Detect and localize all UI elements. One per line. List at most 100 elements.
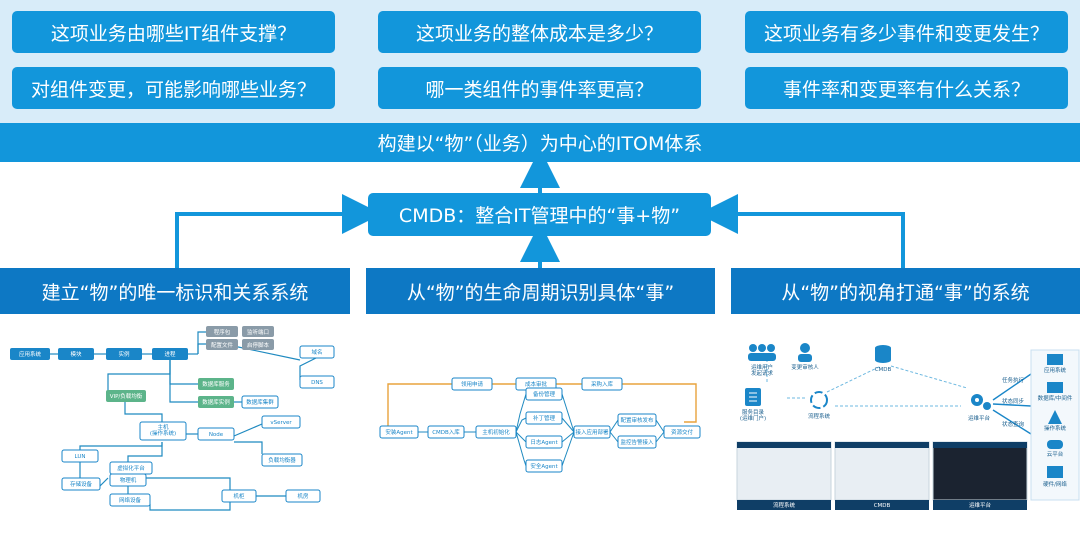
svg-text:物理机: 物理机 — [120, 476, 137, 484]
svg-text:启停脚本: 启停脚本 — [247, 341, 270, 349]
step-agent-install — [379, 425, 419, 439]
catalog-icon — [745, 388, 761, 406]
svg-text:CMDB入库: CMDB入库 — [432, 428, 460, 436]
node-db-cluster — [241, 395, 279, 409]
node-storage — [61, 477, 101, 491]
step-config-deploy — [617, 413, 657, 427]
integration-graph: 运维用户发起请求 变更审核人 CMDB 服务目录(运维门户) 流程系统 运维平台… — [736, 343, 1080, 510]
svg-text:实例: 实例 — [118, 350, 130, 358]
node-instance — [106, 348, 142, 360]
node-dns — [299, 375, 335, 389]
question-incident-rate: 哪一类组件的事件率更高？ — [378, 67, 701, 109]
question-change-impact: 对组件变更，可能影响哪些业务？ — [12, 67, 335, 109]
svg-text:数据库/中间件: 数据库/中间件 — [1038, 394, 1073, 402]
step-order — [451, 377, 493, 391]
question-incidents-changes: 这项业务有多少事件和变更发生？ — [745, 11, 1068, 53]
gears-icon — [971, 394, 991, 410]
svg-text:负载均衡器: 负载均衡器 — [268, 456, 296, 464]
svg-text:运维用户发起请求: 运维用户发起请求 — [751, 363, 774, 377]
svg-text:机柜: 机柜 — [233, 492, 245, 500]
node-config-file — [206, 339, 238, 350]
svg-text:CMDB: CMDB — [875, 367, 892, 373]
svg-text:流程系统: 流程系统 — [773, 501, 796, 509]
svg-text:DNS: DNS — [311, 380, 323, 386]
svg-text:变更审核人: 变更审核人 — [791, 363, 819, 371]
svg-text:VIP/负载均衡: VIP/负载均衡 — [110, 392, 143, 400]
node-node — [197, 427, 235, 441]
svg-text:域名: 域名 — [311, 348, 322, 356]
step-patch — [525, 411, 563, 425]
step-host-init — [475, 425, 517, 439]
step-done — [663, 425, 701, 439]
svg-text:接入应用部署: 接入应用部署 — [575, 428, 609, 436]
flow-screenshot — [736, 441, 832, 501]
node-module — [58, 348, 94, 360]
svg-text:应用系统: 应用系统 — [19, 350, 42, 358]
svg-text:任务执行: 任务执行 — [1002, 376, 1025, 384]
svg-text:流程系统: 流程系统 — [808, 412, 831, 420]
svg-text:进程: 进程 — [164, 350, 176, 358]
users-icon — [748, 344, 776, 361]
svg-text:主机(操作系统): 主机(操作系统) — [150, 423, 176, 437]
relation-diagram: 应用系统 模块 实例 进程 程序包 监听端口 配置文件 启停脚本 域名 DNS … — [0, 314, 350, 533]
svg-text:数据库集群: 数据库集群 — [246, 398, 274, 406]
svg-text:日志Agent: 日志Agent — [530, 438, 558, 446]
node-app-system — [10, 348, 50, 360]
node-lun — [61, 449, 99, 463]
svg-text:云平台: 云平台 — [1047, 450, 1064, 458]
cloud-icon — [1047, 440, 1063, 449]
svg-text:数据库服务: 数据库服务 — [202, 380, 230, 388]
node-vserver — [261, 415, 301, 429]
svg-text:操作系统: 操作系统 — [1044, 424, 1067, 432]
node-vip — [106, 390, 146, 402]
node-lb — [261, 453, 303, 467]
node-listen-port — [242, 326, 274, 337]
integration-diagram: 运维用户发起请求 变更审核人 CMDB 服务目录(运维门户) 流程系统 运维平台… — [731, 314, 1080, 533]
step-security — [525, 459, 563, 473]
node-package — [206, 326, 238, 337]
svg-text:运维平台: 运维平台 — [968, 414, 991, 422]
svg-text:补丁管理: 补丁管理 — [533, 414, 556, 422]
step-cmdb-in — [427, 425, 465, 439]
arrow-panel3-to-cmdb — [698, 194, 905, 268]
svg-text:应用系统: 应用系统 — [1044, 366, 1067, 374]
hardware-icon — [1047, 466, 1063, 478]
svg-text:虚拟化平台: 虚拟化平台 — [117, 464, 145, 472]
svg-text:vServer: vServer — [270, 420, 292, 426]
svg-text:Node: Node — [209, 432, 224, 438]
step-log-agent — [525, 435, 563, 449]
node-db-instance — [198, 396, 234, 408]
panel-identity-relations: 建立“物”的唯一标识和关系系统 应用系统 模块 实例 进程 — [0, 268, 350, 533]
svg-text:配置审核发布: 配置审核发布 — [620, 416, 654, 424]
svg-text:LUN: LUN — [75, 454, 86, 460]
question-it-components: 这项业务由哪些IT组件支撑？ — [12, 11, 335, 53]
panel-lifecycle: 从“物”的生命周期识别具体“事” 领用申请 成本审批 采购入库 安装A — [366, 268, 715, 533]
resource-icons — [1047, 354, 1063, 478]
svg-text:领用申请: 领用申请 — [461, 380, 484, 388]
app-icon — [1047, 354, 1063, 365]
svg-text:状态同步: 状态同步 — [1002, 397, 1025, 405]
lifecycle-diagram: 领用申请 成本审批 采购入库 安装Agent CMDB入库 主机初始化 备份管理… — [366, 314, 715, 533]
svg-text:备份管理: 备份管理 — [533, 390, 556, 398]
question-rate-relation: 事件率和变更率有什么关系？ — [745, 67, 1068, 109]
node-phys — [109, 473, 147, 487]
flow-cycle-icon — [810, 391, 828, 409]
svg-text:运维平台: 运维平台 — [969, 501, 992, 509]
node-room — [285, 489, 321, 503]
arrow-panel1-to-cmdb — [175, 194, 382, 268]
screenshot-thumbnails — [736, 441, 1028, 510]
step-app-deploy — [573, 425, 611, 439]
svg-text:成本审批: 成本审批 — [525, 380, 548, 388]
svg-text:机房: 机房 — [297, 492, 309, 500]
svg-text:程序包: 程序包 — [214, 328, 231, 336]
db-middleware-icon — [1047, 382, 1063, 393]
node-process — [152, 348, 188, 360]
reviewer-icon — [798, 343, 812, 362]
node-domain — [299, 345, 335, 359]
database-icon — [875, 345, 891, 363]
step-monitor — [617, 435, 657, 449]
svg-text:网络设备: 网络设备 — [119, 496, 142, 504]
svg-text:监听端口: 监听端口 — [247, 328, 269, 336]
lifecycle-flow: 领用申请 成本审批 采购入库 安装Agent CMDB入库 主机初始化 备份管理… — [379, 377, 701, 473]
